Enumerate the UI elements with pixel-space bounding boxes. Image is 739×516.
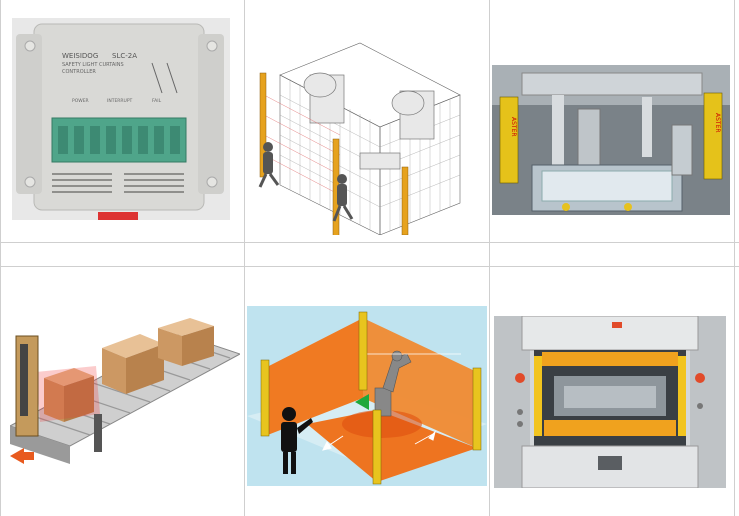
curtain-brand-left: ASTER <box>510 117 517 137</box>
controller-led-interrupt: INTERRUPT <box>107 98 133 104</box>
grid-line <box>734 0 735 516</box>
controller-brand: WEISIDOG <box>62 52 98 60</box>
image-conveyor-boxes <box>10 314 240 466</box>
image-robot-cell-fence <box>250 35 478 235</box>
controller-model: SLC-2A <box>112 52 137 60</box>
grid-line <box>244 0 245 516</box>
press-machine-illustration <box>494 316 726 488</box>
controller-led-power: POWER <box>72 98 89 104</box>
grid-line <box>489 0 490 516</box>
grid-line <box>0 266 739 267</box>
grid-line <box>0 0 1 516</box>
controller-desc: SAFETY LIGHT CURTAINS <box>62 62 124 68</box>
grid-line <box>0 242 739 243</box>
robot-cell-illustration <box>250 35 478 235</box>
conveyor-illustration <box>10 314 240 466</box>
controller-led-fail: FAIL <box>152 98 162 104</box>
image-press-machine <box>494 316 726 488</box>
curtain-brand-right: ASTER <box>714 113 721 133</box>
image-controller: WEISIDOG SLC-2A SAFETY LIGHT CURTAINS CO… <box>12 18 230 220</box>
machine-photo-illustration: ASTER ASTER <box>492 65 730 215</box>
controller-illustration: WEISIDOG SLC-2A SAFETY LIGHT CURTAINS CO… <box>12 18 230 220</box>
safety-zone-illustration <box>247 306 487 486</box>
controller-desc-2: CONTROLLER <box>62 69 96 75</box>
image-orange-safety-zone <box>247 306 487 486</box>
image-machine-light-curtains: ASTER ASTER <box>492 65 730 215</box>
